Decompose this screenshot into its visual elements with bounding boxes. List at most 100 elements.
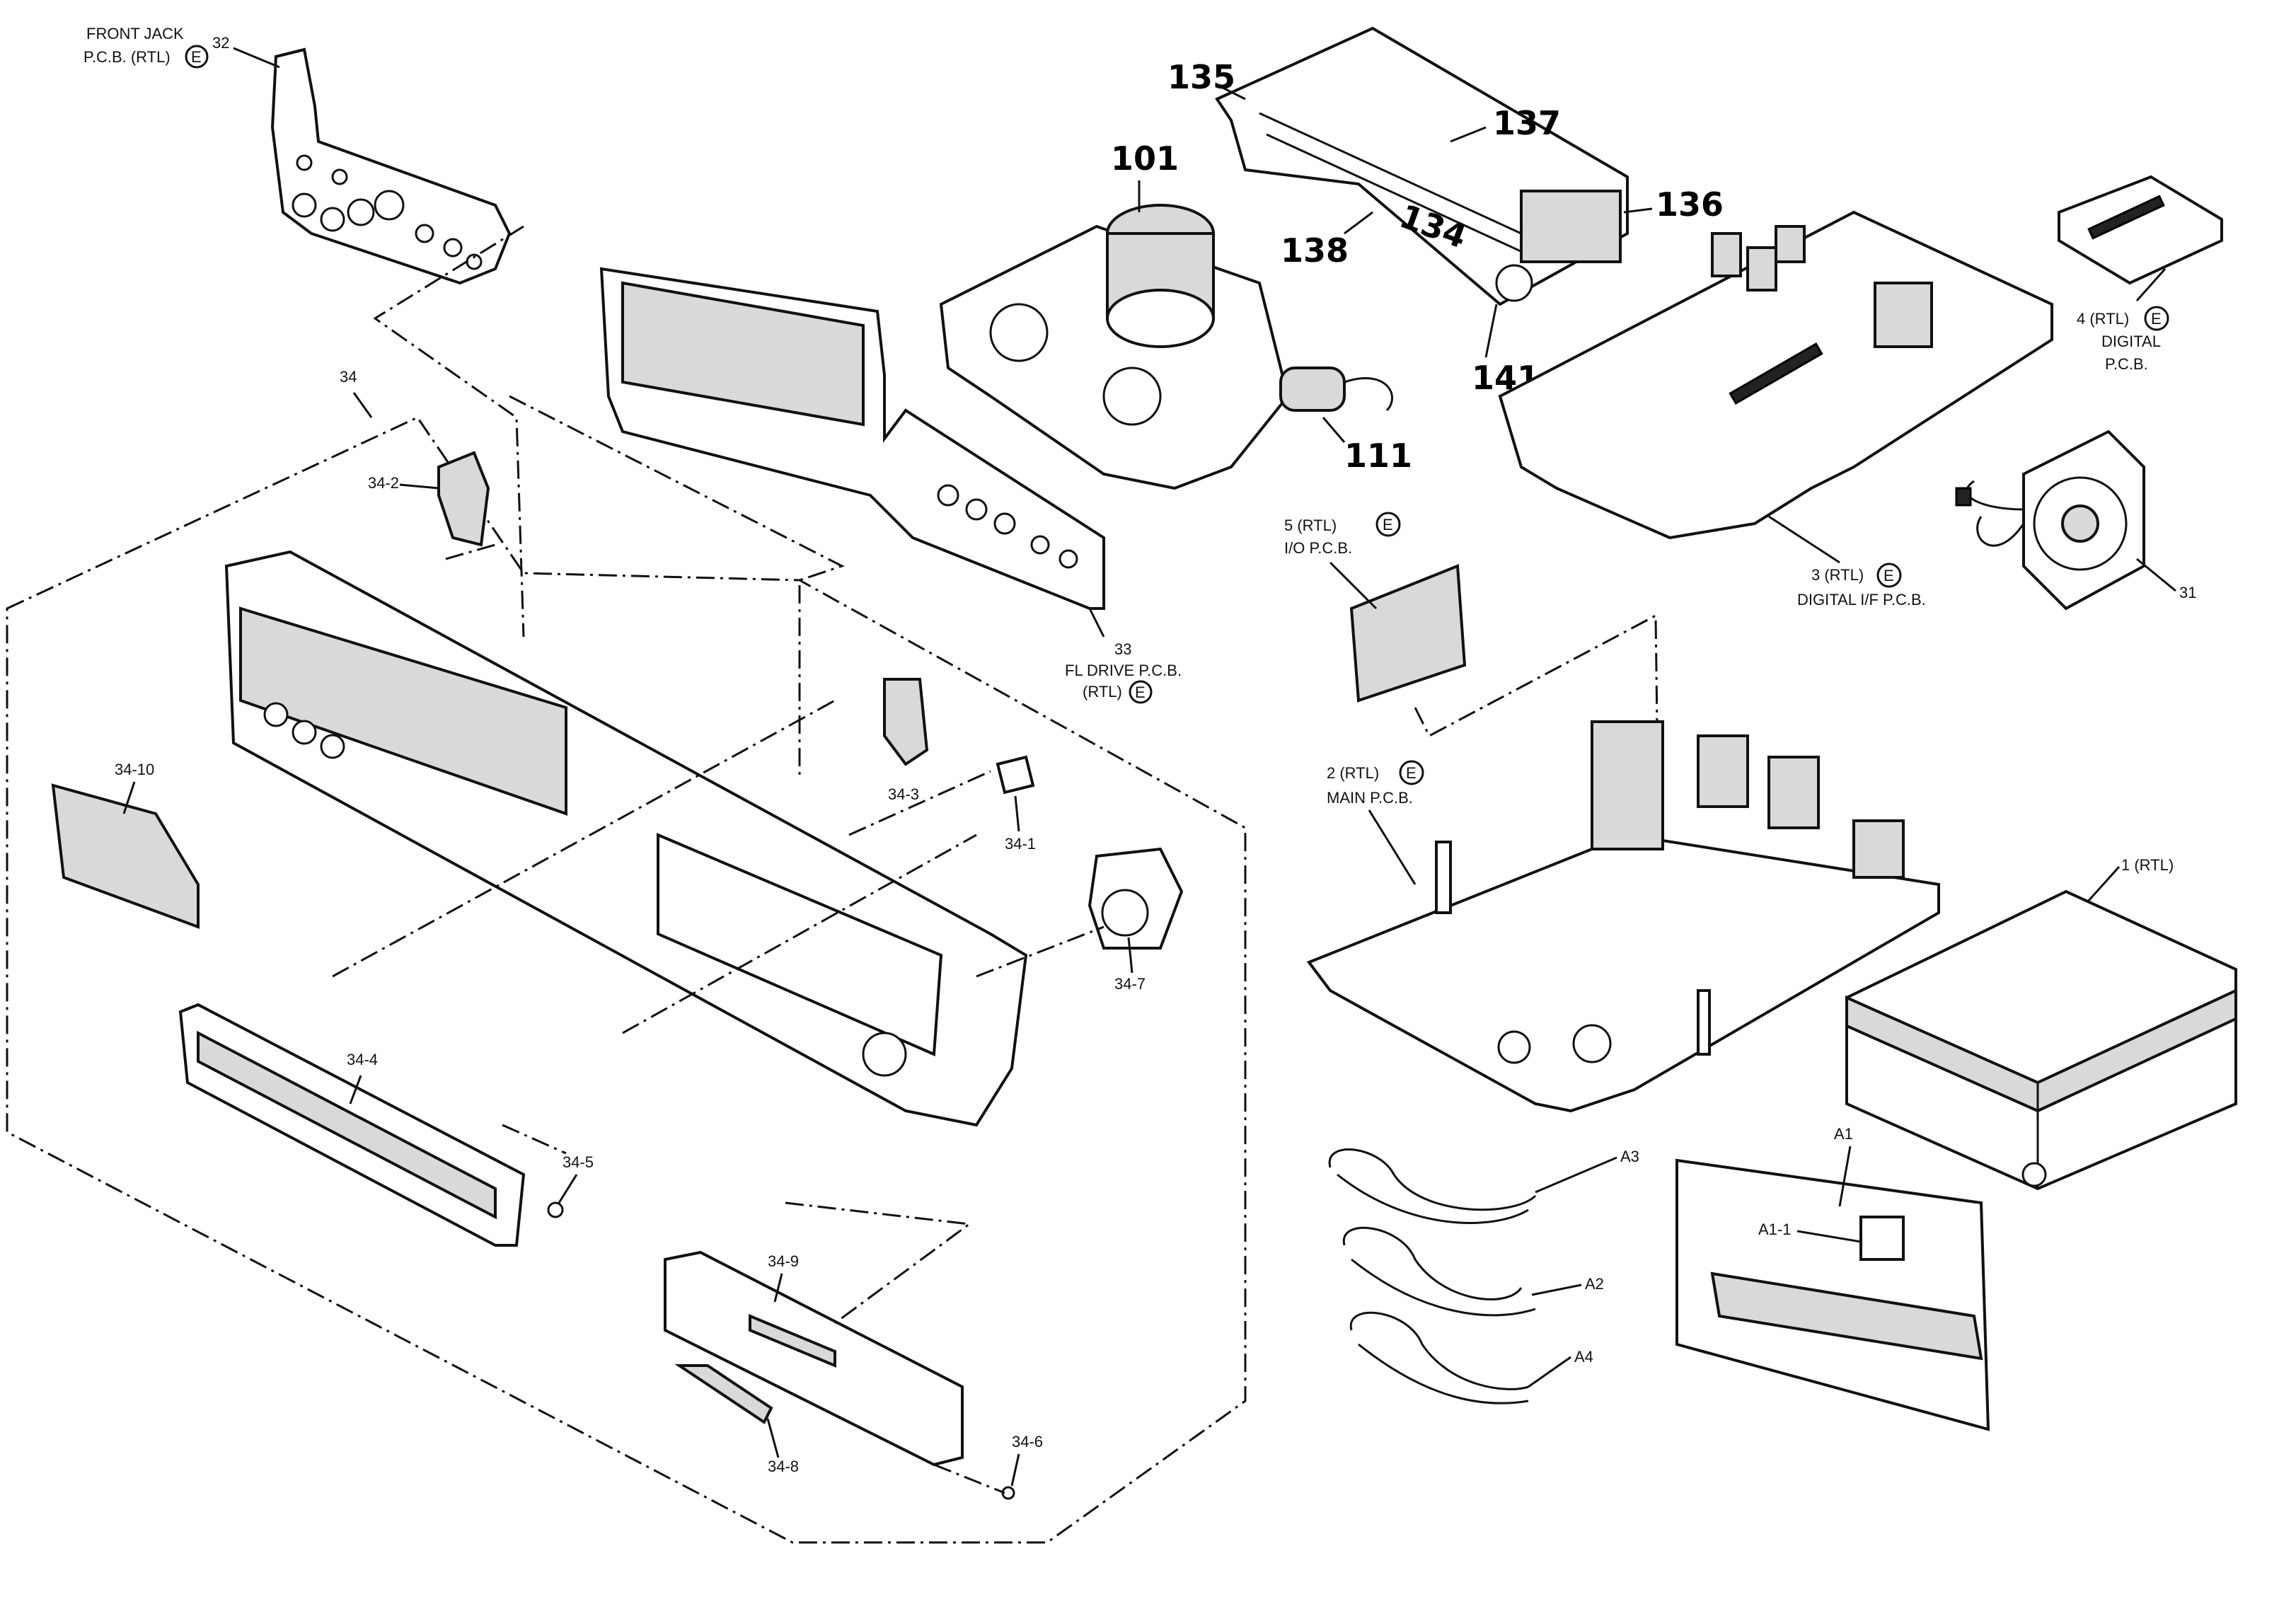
item-A2-label: A2: [1585, 1275, 1604, 1293]
item-34-8-label: 34-8: [768, 1458, 799, 1475]
leader-34-5: [558, 1174, 578, 1204]
leader-A2: [1531, 1283, 1582, 1296]
remote-control: [1675, 1158, 1990, 1431]
e-mark-circle: [2144, 306, 2169, 331]
leader-A1-1: [1796, 1230, 1862, 1243]
leader-34-7: [1127, 937, 1133, 974]
leader-136: [1623, 207, 1653, 214]
item-A3-label: A3: [1620, 1148, 1639, 1165]
item-33-number: 33: [1114, 640, 1131, 658]
front-jack-label-1: FRONT JACK: [86, 25, 184, 42]
assembly-guide-lines: [332, 225, 1104, 1494]
item-34-7-label: 34-7: [1114, 975, 1146, 993]
e-mark-circle: [1375, 512, 1401, 537]
part-34-1: [996, 755, 1035, 795]
leader-111: [1322, 417, 1346, 443]
item-4-label-2: DIGITAL: [2101, 333, 2161, 350]
e-mark-circle: [1876, 563, 1902, 588]
item-2-label-1: 2 (RTL): [1327, 764, 1379, 782]
part-34-8: [674, 1364, 773, 1424]
front-jack-pcb: [270, 47, 512, 285]
part-34-4: [178, 1003, 526, 1247]
fl-drive-pcb: [599, 267, 1105, 610]
item-34-10-label: 34-10: [115, 761, 154, 778]
part-34-3: [883, 678, 929, 766]
item-5-label-2: I/O P.C.B.: [1284, 539, 1352, 557]
e-mark-circle: [1399, 760, 1424, 785]
front-panel: [224, 550, 1028, 1127]
e-mark: E: [1135, 683, 1146, 701]
tape-mechanism: [939, 204, 1393, 490]
item-34-1-label: 34-1: [1005, 835, 1036, 853]
item-136-label: 136: [1656, 185, 1724, 224]
leader-31: [2136, 558, 2176, 592]
item-34-9-label: 34-9: [768, 1252, 799, 1270]
item-4-label-3: P.C.B.: [2105, 355, 2148, 373]
part-34-2: [437, 451, 490, 547]
item-34-4-label: 34-4: [347, 1051, 378, 1068]
leader-4: [2135, 268, 2167, 301]
front-jack-number: 32: [212, 34, 229, 52]
leader-32: [233, 47, 280, 69]
main-pcb: [1306, 720, 1940, 1113]
part-34-7: [1088, 847, 1184, 950]
item-4-label-1: 4 (RTL): [2077, 310, 2129, 328]
e-mark: E: [1406, 764, 1417, 782]
e-mark: E: [2151, 310, 2162, 328]
e-mark: E: [191, 48, 202, 66]
cassette-holder: [1215, 26, 1629, 306]
item-3-label-2: DIGITAL I/F P.C.B.: [1797, 591, 1926, 608]
item-5-label-1: 5 (RTL): [1284, 517, 1337, 534]
dvd-drive-unit: [1845, 889, 2237, 1191]
e-mark-circle: [1129, 680, 1153, 704]
leader-33: [1088, 608, 1105, 638]
item-34-label: 34: [340, 368, 357, 386]
leader-2: [1368, 809, 1417, 885]
leader-A4: [1528, 1356, 1571, 1388]
leader-A1: [1838, 1146, 1852, 1207]
leader-34-8: [766, 1418, 780, 1458]
item-33-label-1: FL DRIVE P.C.B.: [1065, 662, 1182, 679]
item-34-2-label: 34-2: [368, 474, 399, 492]
cooling-fan: [1955, 429, 2145, 611]
item-135-label: 135: [1167, 58, 1235, 96]
leader-34-4: [349, 1075, 362, 1104]
e-mark-circle: [185, 45, 209, 69]
item-1-label: 1 (RTL): [2121, 856, 2174, 874]
item-A1-label: A1: [1834, 1125, 1853, 1143]
leader-34-6: [1010, 1453, 1020, 1487]
leader-141: [1484, 304, 1498, 358]
leader-34: [352, 392, 373, 418]
leader-3: [1768, 515, 1840, 564]
part-34-10: [51, 783, 200, 929]
av-cables: [1328, 1148, 1537, 1404]
item-101-label: 101: [1111, 139, 1179, 178]
part-34-5: [547, 1201, 564, 1218]
leader-34-1: [1014, 795, 1020, 832]
digital-pcb: [2058, 175, 2223, 285]
leader-137: [1450, 126, 1487, 143]
item-33-label-2: (RTL): [1083, 683, 1122, 700]
item-111-label: 111: [1344, 437, 1412, 475]
io-pcb: [1349, 564, 1467, 703]
e-mark: E: [1383, 516, 1393, 533]
leader-5: [1329, 561, 1378, 610]
item-31-label: 31: [2179, 584, 2196, 601]
leader-A3: [1535, 1156, 1617, 1194]
leader-34-10: [122, 781, 136, 814]
item-3-label-1: 3 (RTL): [1811, 566, 1864, 584]
leader-135: [1216, 83, 1246, 100]
leader-1: [2086, 865, 2121, 904]
leader-138: [1344, 211, 1373, 235]
item-34-6-label: 34-6: [1012, 1433, 1043, 1450]
item-A1-1-label: A1-1: [1758, 1221, 1791, 1238]
leader-34-9: [773, 1273, 783, 1303]
item-2-label-2: MAIN P.C.B.: [1327, 789, 1413, 807]
e-mark: E: [1883, 567, 1894, 584]
item-138-label: 138: [1281, 231, 1349, 270]
part-34-9: [664, 1250, 964, 1467]
digital-if-pcb: [1498, 210, 2053, 540]
leader-34-2: [399, 483, 439, 490]
item-A4-label: A4: [1574, 1348, 1593, 1366]
